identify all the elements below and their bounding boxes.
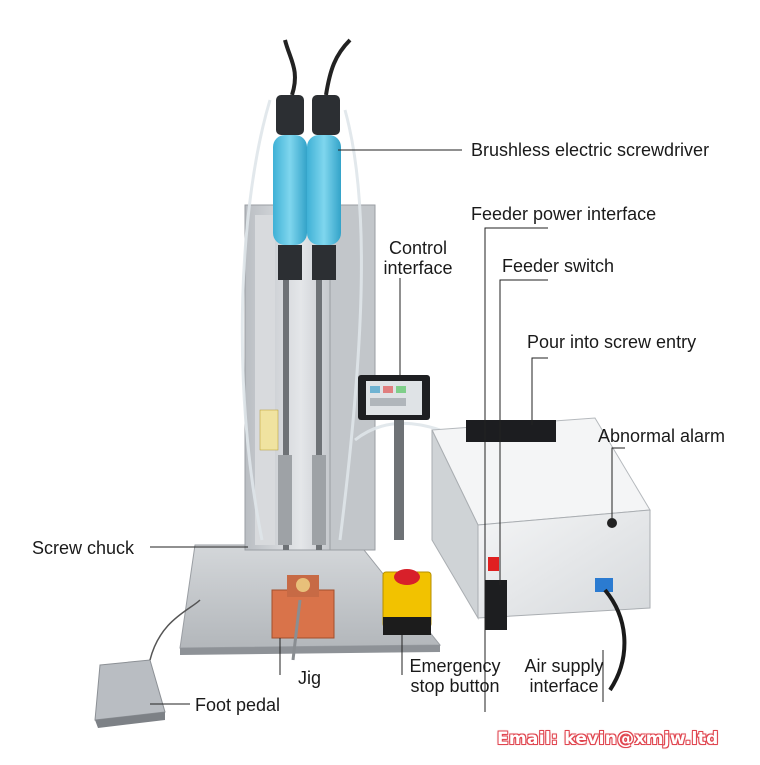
label-foot-pedal: Foot pedal [195,695,281,715]
label-air-supply: Air supply interface [524,656,604,696]
label-feeder-switch: Feeder switch [502,256,615,276]
label-screw-entry: Pour into screw entry [527,332,697,352]
foot-pedal [94,599,201,728]
label-brushless-screwdriver: Brushless electric screwdriver [471,140,710,160]
leader-lines [150,149,625,712]
label-emergency-stop: Emergency stop button [409,656,501,696]
emergency-stop-button [382,569,432,635]
jig [271,575,335,661]
guide-rods [278,250,326,550]
control-screen [358,375,430,540]
screwdriver-right [307,38,352,280]
email-watermark: Email: kevin@xmjw.ltd [497,729,719,749]
label-abnormal-alarm: Abnormal alarm [598,426,726,446]
label-screw-chuck: Screw chuck [32,538,135,558]
label-feeder-power-interface: Feeder power interface [471,204,657,224]
screwdriver-left [273,39,307,280]
label-control-interface: Control interface [383,238,453,278]
label-jig: Jig [298,668,322,688]
screw-feeder [431,417,651,692]
